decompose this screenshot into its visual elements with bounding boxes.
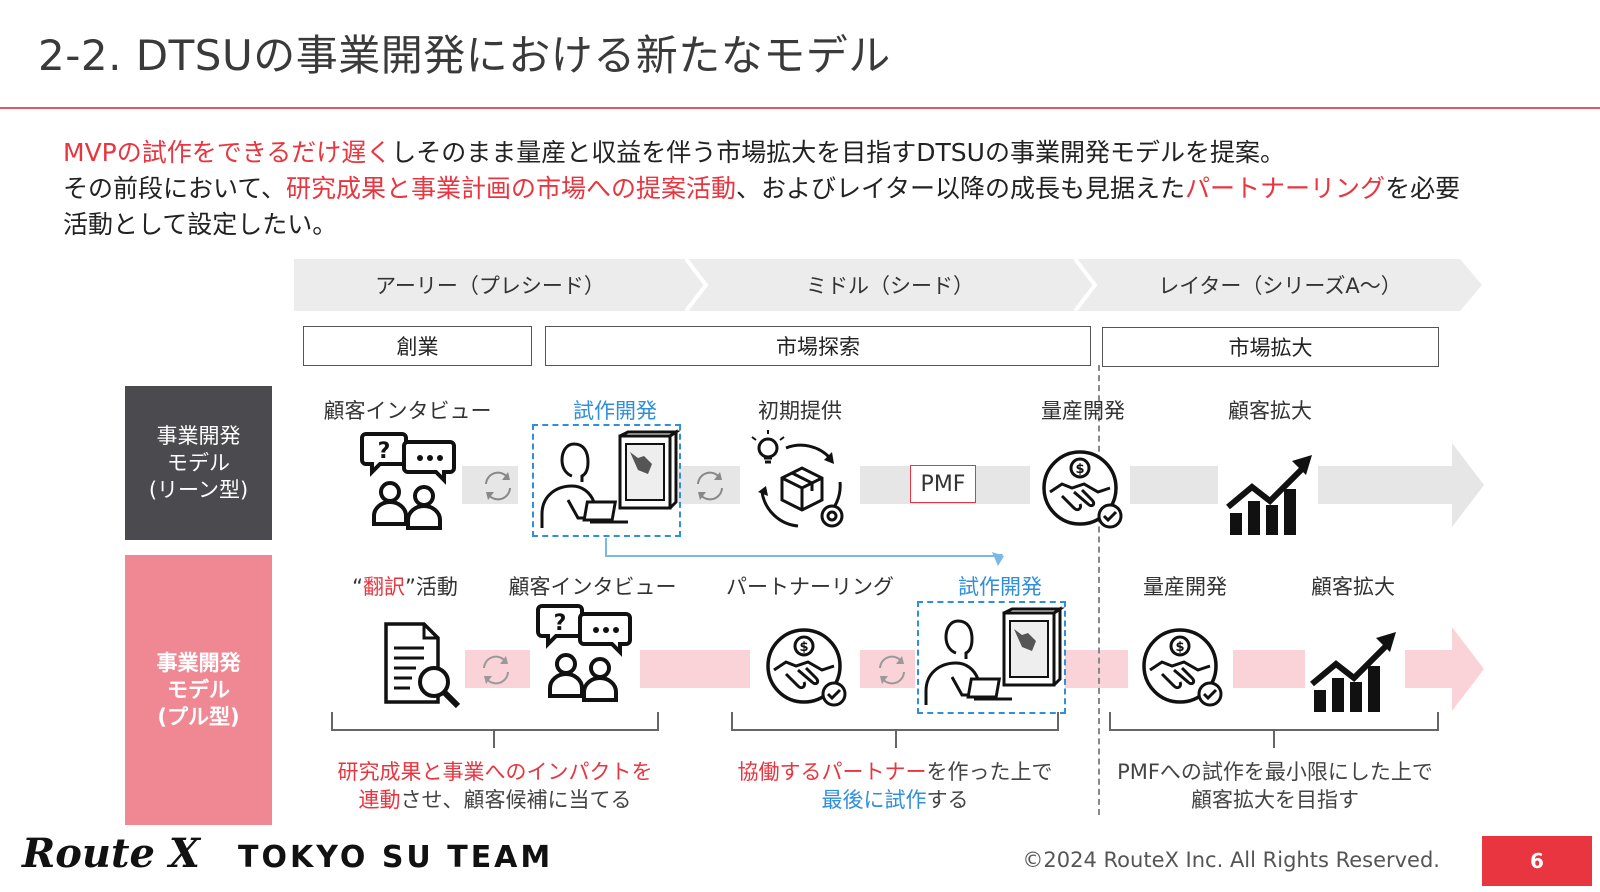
svg-text:$: $ <box>799 640 808 655</box>
stage-later-label: レイター（シリーズA～） <box>1158 274 1402 298</box>
description-2: 協働するパートナーを作った上で 最後に試作する <box>737 760 1053 812</box>
lead-highlight-2: 研究成果と事業計画の市場への提案活動 <box>286 174 737 203</box>
pull-step-partnering: パートナーリング <box>726 575 894 599</box>
handshake-coin-icon: $ <box>1142 628 1223 707</box>
lean-step-customer-expansion: 顧客拡大 <box>1228 399 1312 423</box>
pull-step-prototype: 試作開発 <box>958 575 1042 599</box>
lean-step-interview: 顧客インタビュー <box>323 399 492 423</box>
brace-1 <box>331 712 659 748</box>
svg-text:$: $ <box>1075 462 1084 477</box>
lean-model-label: 事業開発モデル(リーン型) <box>125 386 272 540</box>
stage-early-label: アーリー（プレシード） <box>375 274 605 298</box>
pull-step-mass-dev: 量産開発 <box>1143 575 1227 599</box>
page-number: 6 <box>1482 836 1592 886</box>
chat-question-icon: ? <box>536 604 632 702</box>
brace-3 <box>1109 712 1439 748</box>
product-cycle-icon <box>751 430 844 528</box>
chat-question-icon: ? <box>360 432 456 530</box>
refresh-icon <box>697 471 723 501</box>
pull-flow-arrowhead <box>1452 627 1484 711</box>
svg-text:?: ? <box>554 611 567 636</box>
lead-text-2c: を必要 <box>1385 174 1461 203</box>
phase-market-expansion: 市場拡大 <box>1102 327 1439 367</box>
shift-connector <box>605 538 998 557</box>
lead-text-3: 活動として設定したい。 <box>63 210 338 239</box>
refresh-icon <box>483 655 509 685</box>
phase-market-exploration: 市場探索 <box>545 326 1091 366</box>
lead-highlight-1: MVPの試作をできるだけ遅く <box>63 138 392 167</box>
lean-prototype-highlight <box>532 424 681 537</box>
lead-highlight-3: パートナーリング <box>1185 174 1386 203</box>
lead-text-2a: その前段において、 <box>63 174 287 203</box>
growth-chart-icon <box>1310 632 1396 712</box>
pull-model-label: 事業開発モデル(プル型) <box>125 555 272 825</box>
pull-prototype-highlight <box>917 601 1066 714</box>
lean-step-initial-offer: 初期提供 <box>758 399 842 423</box>
refresh-icon <box>879 655 905 685</box>
description-3: PMFへの試作を最小限にした上で 顧客拡大を目指す <box>1117 760 1433 812</box>
page-title: 2-2. DTSUの事業開発における新たなモデル <box>38 31 891 80</box>
document-search-icon <box>384 622 461 709</box>
refresh-icon <box>485 471 511 501</box>
lean-step-prototype: 試作開発 <box>573 399 657 423</box>
tokyo-su-team-logo: TOKYO SU TEAM <box>238 840 554 875</box>
lead-text-2b: 、およびレイター以降の成長も見据えた <box>736 174 1186 203</box>
title-divider <box>0 107 1600 109</box>
handshake-coin-icon: $ <box>766 628 847 707</box>
routex-logo: Route X <box>22 830 200 877</box>
pull-step-customer-expansion: 顧客拡大 <box>1311 575 1395 599</box>
stage-chevron-middle <box>686 259 1095 311</box>
description-1: 研究成果と事業へのインパクトを 連動させ、顧客候補に当てる <box>337 760 653 812</box>
pull-step-interview: 顧客インタビュー <box>508 575 677 599</box>
stage-chevron-later <box>1075 259 1482 311</box>
tester-3d-printer-icon <box>540 429 681 528</box>
svg-text:$: $ <box>1175 640 1184 655</box>
lead-paragraph: MVPの試作をできるだけ遅くしそのまま量産と収益を伴う市場拡大を目指すDTSUの… <box>63 135 1563 243</box>
pull-step-translation: “翻訳”活動 <box>352 575 458 599</box>
stage-middle-label: ミドル（シード） <box>806 274 974 298</box>
phase-founding: 創業 <box>303 326 532 366</box>
brace-2 <box>731 712 1059 748</box>
phase-divider <box>1098 365 1100 815</box>
stage-chevron-early <box>294 259 706 311</box>
growth-chart-icon <box>1226 455 1312 535</box>
handshake-coin-icon: $ <box>1042 450 1123 529</box>
lean-step-mass-dev: 量産開発 <box>1041 399 1125 423</box>
pmf-badge: PMF <box>910 465 976 503</box>
svg-text:?: ? <box>378 439 391 464</box>
copyright: ©2024 RouteX Inc. All Rights Reserved. <box>1022 848 1440 872</box>
lead-text-1: しそのまま量産と収益を伴う市場拡大を目指すDTSUの事業開発モデルを提案。 <box>391 138 1285 167</box>
tester-3d-printer-icon <box>924 606 1065 705</box>
lean-flow-arrowhead <box>1452 443 1484 527</box>
